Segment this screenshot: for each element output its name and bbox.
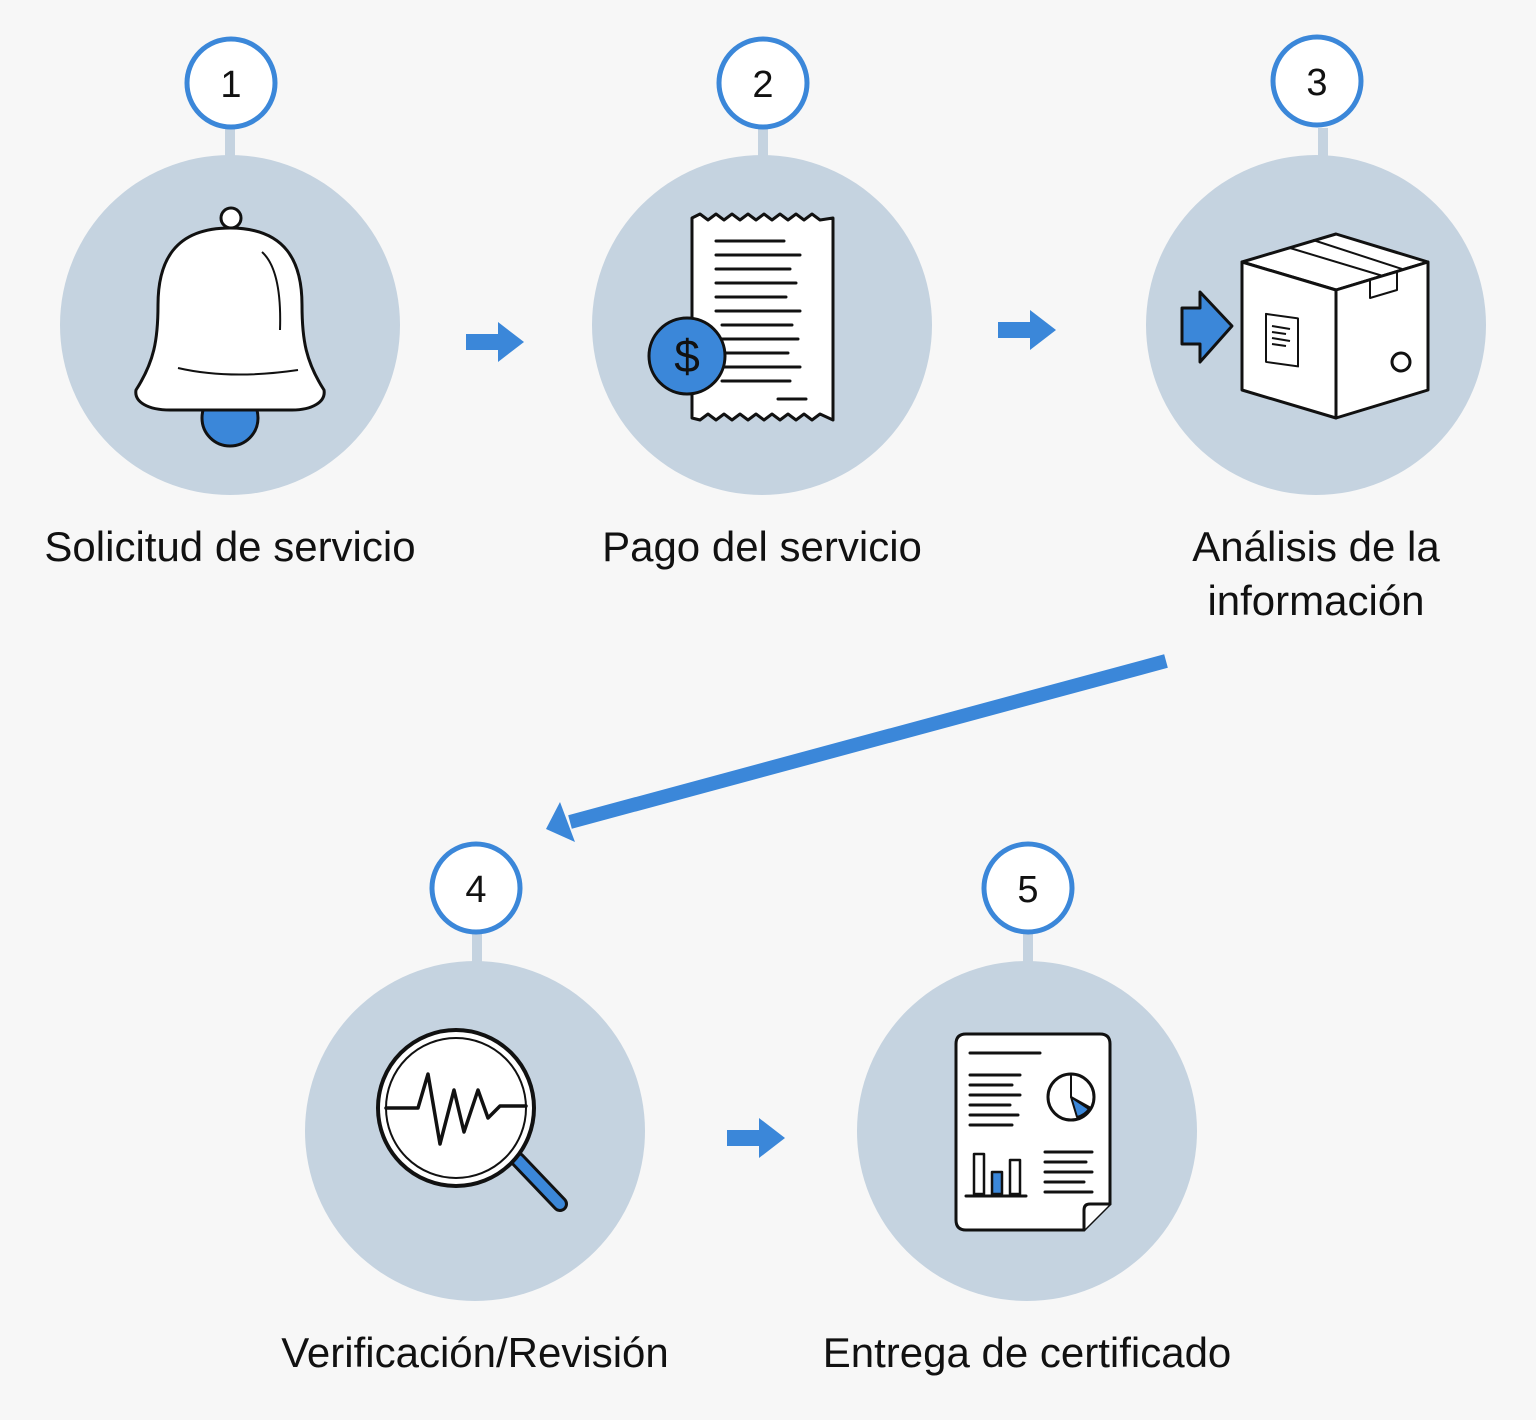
step-badge [429, 841, 523, 935]
step-badge [184, 36, 278, 130]
step-number: 4 [465, 869, 486, 911]
step-label-2: Pago del servicio [602, 523, 922, 570]
arrow-1-to-2 [466, 322, 524, 362]
magnifier-waveform-icon [376, 1028, 568, 1212]
arrow-3-to-4 [546, 654, 1168, 842]
step-label-4: Verificación/Revisión [281, 1329, 669, 1376]
step-number: 2 [752, 64, 773, 106]
box-arrow-icon [1180, 232, 1430, 420]
step-badge [1270, 34, 1364, 128]
step-label-1: Solicitud de servicio [44, 523, 416, 570]
step-label-3: Análisis de la información [1192, 523, 1440, 624]
receipt-dollar-icon: $ [647, 212, 835, 422]
step-stem [1023, 934, 1033, 962]
step-3: 3 [1146, 34, 1486, 495]
step-label-5: Entrega de certificado [822, 1329, 1232, 1376]
step-stem [225, 128, 235, 156]
step-4: 4 [305, 841, 645, 1301]
step-badge [981, 841, 1075, 935]
bell-icon [134, 206, 326, 448]
step-stem [1318, 128, 1328, 156]
step-number: 1 [220, 64, 241, 106]
step-5: 5 [857, 841, 1197, 1301]
step-1: 1 [60, 36, 400, 495]
svg-text:$: $ [674, 330, 700, 382]
report-document-icon [954, 1032, 1112, 1232]
step-number: 5 [1017, 869, 1038, 911]
step-number: 3 [1306, 62, 1327, 104]
step-2: 2 $ [592, 36, 932, 495]
arrow-4-to-5 [727, 1118, 785, 1158]
step-stem [758, 128, 768, 156]
step-badge [716, 36, 810, 130]
arrow-2-to-3 [998, 310, 1056, 350]
step-stem [472, 934, 482, 962]
